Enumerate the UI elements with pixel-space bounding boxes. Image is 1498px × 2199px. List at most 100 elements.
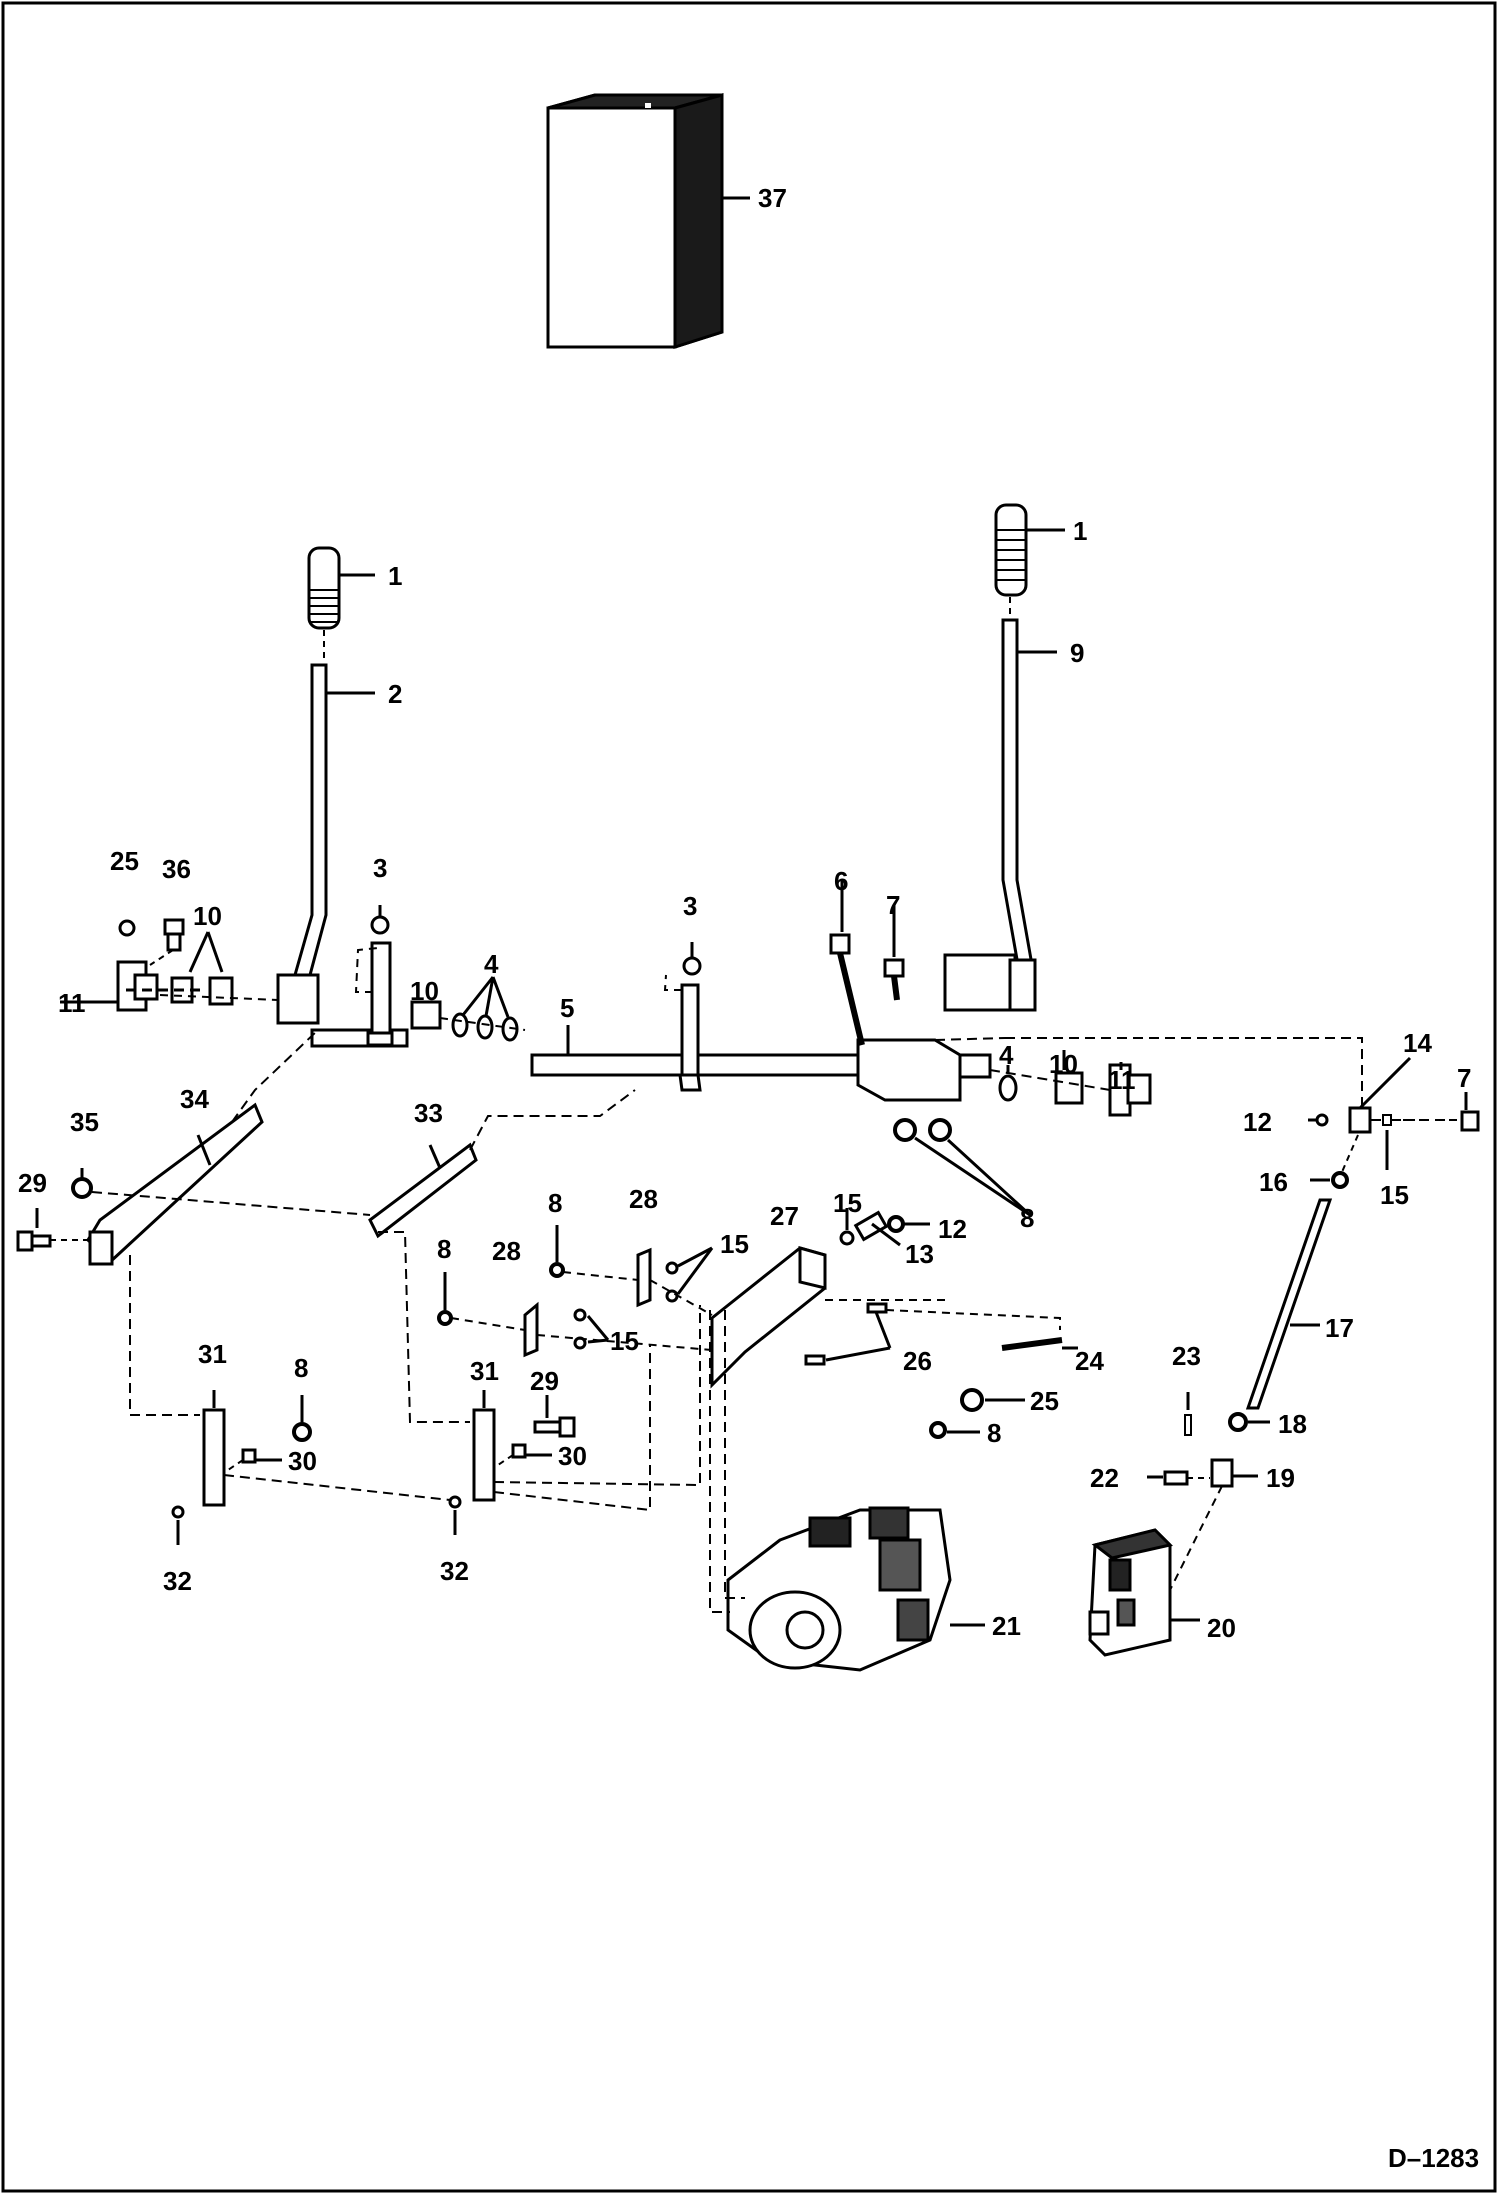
callout-31-left: 31: [198, 1339, 227, 1369]
callout-17: 17: [1325, 1313, 1354, 1343]
callout-1-left: 1: [388, 561, 402, 591]
callout-19: 19: [1266, 1463, 1295, 1493]
callout-11-left: 11: [58, 988, 86, 1018]
callout-18: 18: [1278, 1409, 1307, 1439]
part-18-nut: [1228, 1412, 1248, 1432]
callout-14: 14: [1403, 1028, 1432, 1058]
callout-36: 36: [162, 854, 191, 884]
callout-8-lower: 8: [437, 1234, 451, 1264]
callout-24: 24: [1075, 1346, 1104, 1376]
callout-27: 27: [770, 1201, 799, 1231]
part-23-cotter: [1184, 1414, 1192, 1436]
callout-15-upper: 15: [833, 1188, 862, 1218]
part-8-nut-lower: [437, 1310, 453, 1326]
callout-3-left: 3: [373, 853, 387, 883]
part-19-clevis: [1210, 1458, 1234, 1488]
callout-29-right: 29: [530, 1366, 559, 1396]
callout-25-center: 25: [1030, 1386, 1059, 1416]
callout-12-right: 12: [1243, 1107, 1272, 1137]
callout-37: 37: [758, 183, 787, 213]
part-28-bracket-lower: [523, 1301, 539, 1358]
part-32-nut-right: [448, 1495, 462, 1509]
part-17-control-rod: [1245, 1198, 1333, 1410]
right-bushings: [998, 1063, 1152, 1117]
part-6-bolt: [829, 933, 865, 1046]
callout-10-right: 10: [1049, 1049, 1078, 1079]
part-30-bolt-left: [241, 1448, 257, 1464]
callout-30-left: 30: [288, 1446, 317, 1476]
part-24-pin: [1001, 1337, 1063, 1351]
part-7-bolt-right: [1460, 1110, 1480, 1132]
part-3-arm-left: [366, 941, 394, 1047]
callout-8-left: 8: [294, 1353, 308, 1383]
part-12-nut-center: [887, 1215, 905, 1233]
callout-4-left: 4: [484, 949, 499, 979]
callout-25-top: 25: [110, 846, 139, 876]
part-31-arm-right: [472, 1408, 496, 1502]
callout-6: 6: [834, 866, 848, 896]
callout-20: 20: [1207, 1613, 1236, 1643]
part-29-bolt-left: [16, 1230, 52, 1252]
callout-32-left: 32: [163, 1566, 192, 1596]
callout-2: 2: [388, 679, 402, 709]
part-32-nut-left: [171, 1505, 185, 1519]
callout-15-right: 15: [1380, 1180, 1409, 1210]
part-31-arm-left: [202, 1408, 226, 1507]
part-28-bracket-upper: [636, 1247, 652, 1308]
part-8-nut-a: [893, 1118, 917, 1142]
part-5-cross-shaft: [310, 1028, 864, 1077]
callout-13: 13: [905, 1239, 934, 1269]
part-21-hydraulic-pump: [726, 1506, 952, 1672]
part-14-rod-end: [1348, 1106, 1372, 1134]
callout-22: 22: [1090, 1463, 1119, 1493]
part-12-nut-right: [1315, 1113, 1329, 1127]
part-26-bolt-b: [804, 1354, 826, 1366]
callout-34: 34: [180, 1084, 209, 1114]
callout-33: 33: [414, 1098, 443, 1128]
part-25-nut: [118, 919, 136, 937]
callout-1-right: 1: [1073, 516, 1087, 546]
part-20-control-valve: [1088, 1528, 1173, 1657]
part-8-nut-upper: [549, 1262, 565, 1278]
callout-32-right: 32: [440, 1556, 469, 1586]
callout-28-lower: 28: [492, 1236, 521, 1266]
part-3-nut-right: [682, 956, 702, 976]
callout-30-right: 30: [558, 1441, 587, 1471]
part-15-clip-center: [839, 1230, 855, 1246]
part-8-nut-b: [928, 1118, 952, 1142]
part-25-nut-center: [960, 1388, 984, 1412]
callout-10-mid: 10: [410, 976, 439, 1006]
right-lever-assembly: [943, 503, 1037, 1012]
part-15-clip: [1382, 1114, 1392, 1126]
callout-31-right: 31: [470, 1356, 499, 1386]
callout-15-lower: 15: [610, 1326, 639, 1356]
part-29-bolt-right: [533, 1416, 576, 1438]
part-22-pin: [1163, 1470, 1189, 1486]
left-lever-assembly: [276, 546, 341, 1025]
part-37-box: [546, 93, 724, 350]
callout-23: 23: [1172, 1341, 1201, 1371]
left-bushings: [116, 960, 519, 1042]
callout-7-mid: 7: [886, 890, 900, 920]
callout-15-mid: 15: [720, 1229, 749, 1259]
callout-9: 9: [1070, 638, 1084, 668]
callout-28-upper: 28: [629, 1184, 658, 1214]
callout-35: 35: [70, 1107, 99, 1137]
part-26-bolt-a: [866, 1302, 888, 1314]
part-8-nut-left: [292, 1422, 312, 1442]
callout-7-right: 7: [1457, 1063, 1471, 1093]
part-3-nut-left: [370, 915, 390, 935]
callout-3-right: 3: [683, 891, 697, 921]
part-35-washer: [71, 1177, 93, 1199]
part-7-bolt-left: [883, 958, 905, 1001]
part-30-bolt-right: [511, 1443, 527, 1459]
part-27-mount-plate: [710, 1246, 827, 1389]
part-1-left-grip: [307, 546, 341, 630]
part-34-link: [86, 1102, 264, 1266]
drawing-number: D–1283: [1388, 2143, 1479, 2173]
callout-labels: 37 1 1 2 9 25 36 10 11 3 10 4 5 3 6 7 4 …: [18, 183, 1479, 2173]
callout-8-center: 8: [987, 1418, 1001, 1448]
